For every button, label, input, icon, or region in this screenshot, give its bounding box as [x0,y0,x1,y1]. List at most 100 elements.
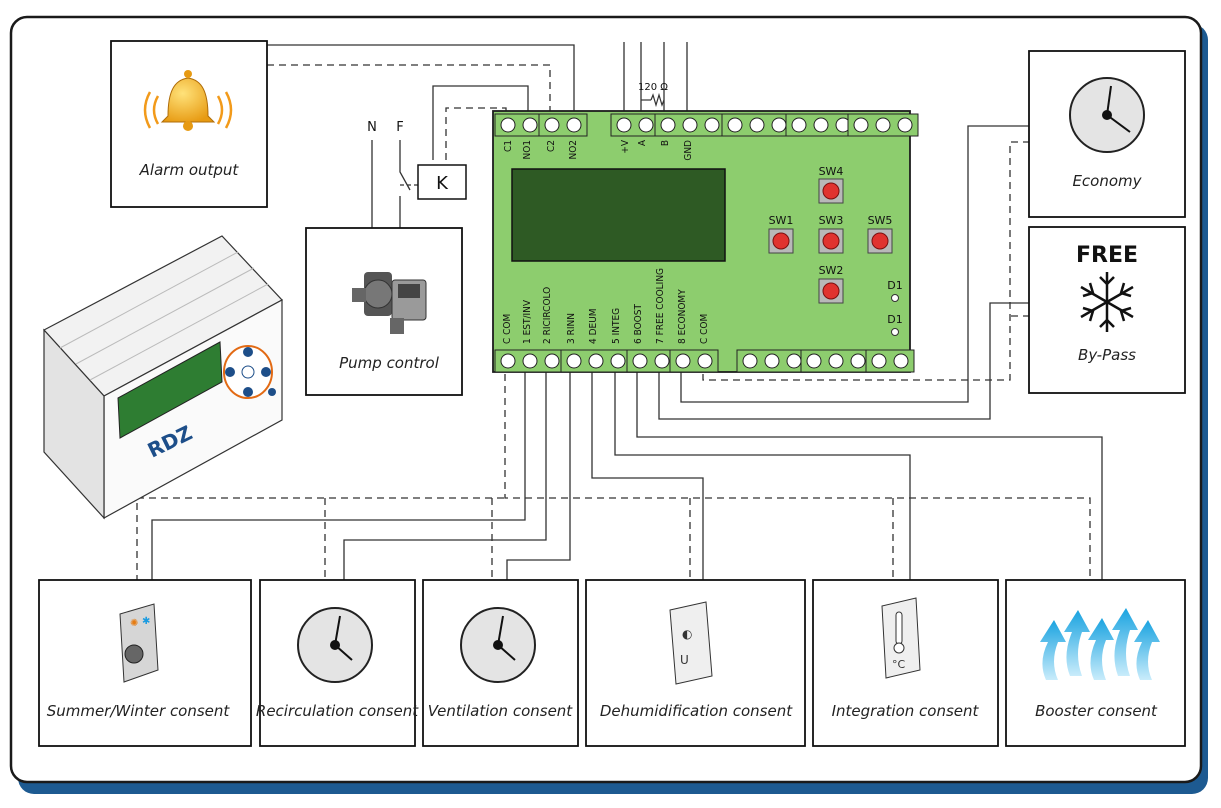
terminal-screw [727,117,743,133]
relay-k: K [417,164,467,200]
controller-board: C1 NO1 C2 NO2 +V A B GND C COM 1 EST/INV… [492,110,919,373]
pin-label-bottom: 2 RICIRCOLO [542,287,553,344]
terminal-screw [675,353,691,369]
terminal-screw [682,117,698,133]
lcd-display [511,168,726,262]
led-d1-top: D1 [887,279,903,302]
terminal-screw [697,353,713,369]
terminal-screw [566,117,582,133]
terminal-screw [638,117,654,133]
led-d1-bottom: D1 [887,313,903,336]
terminal-screw [742,353,758,369]
pin-label-top: C2 [546,140,557,152]
pin-label-top: C1 [503,140,514,152]
terminal-screw [500,353,516,369]
terminal-screw [875,117,891,133]
terminal-screw [813,117,829,133]
pump-control-box: Pump control [305,227,463,396]
pin-label-top: GND [683,140,694,161]
neutral-label: N [367,120,377,135]
pump-control-label: Pump control [339,354,440,372]
sw4-label: SW4 [819,165,844,178]
terminal-screw [850,353,866,369]
terminal-screw [544,117,560,133]
sw4-button: SW4 [818,165,844,204]
led-label: D1 [887,279,902,292]
terminal-screw [828,353,844,369]
pin-label-bottom: C COM [699,314,710,344]
terminal-screw [610,353,626,369]
pin-label-top: +V [620,139,631,154]
terminal-screw [791,117,807,133]
bottom-terminal-strip [494,349,915,373]
svg-text:◐: ◐ [682,627,692,641]
thermostat-icon: ✺ ✱ [119,603,159,683]
keypad-icon [223,345,276,399]
svg-text:✱: ✱ [142,616,150,627]
airflow-arrows-icon [1040,608,1160,680]
terminal-screw [522,353,538,369]
recirculation-label: Recirculation consent [256,702,419,720]
bell-icon [143,70,233,131]
terminal-screw [806,353,822,369]
ventilation-label: Ventilation consent [428,702,574,720]
sw2-label: SW2 [819,264,844,277]
pin-label-top: B [660,140,671,146]
pin-label-bottom: 6 BOOST [633,304,644,344]
snowflake-icon [1080,272,1134,332]
terminal-screw [616,117,632,133]
alarm-output-box: Alarm output [110,40,268,208]
bypass-box: FREE By-Pass [1028,226,1186,394]
led-label: D1 [887,313,902,326]
terminal-screw [660,117,676,133]
top-terminal-strip [494,113,919,137]
sw1-label: SW1 [769,214,794,227]
clock-icon [1069,77,1145,153]
terminal-screw [500,117,516,133]
relay-label: K [436,173,449,194]
terminal-screw [632,353,648,369]
terminal-screw [544,353,560,369]
thermometer-icon: °C [881,597,921,679]
sw3-button: SW3 [818,214,844,254]
terminal-screw [871,353,887,369]
terminal-screw [749,117,765,133]
resistor-label: 120 Ω [638,82,668,93]
dehumidification-box: ◐ U Dehumidification consent [585,579,806,747]
terminal-screw [897,117,913,133]
humidistat-icon: ◐ U [669,601,713,685]
terminal-screw [588,353,604,369]
alarm-output-label: Alarm output [139,161,240,179]
integration-label: Integration consent [832,702,980,720]
integration-box: °C Integration consent [812,579,999,747]
pin-label-top: NO1 [522,140,533,160]
summer-winter-box: ✺ ✱ Summer/Winter consent [38,579,252,747]
clock-icon [297,607,373,683]
sw1-button: SW1 [768,214,794,254]
pump-icon [352,272,427,334]
terminal-screw [704,117,720,133]
pin-label-top: A [637,139,648,146]
economy-box: Economy [1028,50,1186,218]
economy-label: Economy [1072,172,1142,190]
dehumidification-label: Dehumidification consent [600,702,793,720]
booster-label: Booster consent [1035,702,1158,720]
svg-text:°C: °C [892,658,906,671]
pin-label-bottom: 8 ECONOMY [677,289,688,344]
bypass-label: By-Pass [1078,346,1136,364]
pin-label-bottom: 7 FREE COOLING [655,268,666,344]
terminal-screw [893,353,909,369]
bypass-title: FREE [1076,243,1138,268]
sw3-label: SW3 [819,214,844,227]
ventilation-box: Ventilation consent [422,579,579,747]
summer-winter-label: Summer/Winter consent [47,702,231,720]
booster-box: Booster consent [1005,579,1186,747]
terminal-screw [566,353,582,369]
sw2-button: SW2 [818,264,844,304]
clock-icon [460,607,536,683]
terminal-screw [786,353,802,369]
rdz-controller-illustration: RDZ [43,235,283,520]
termination-resistor: 120 Ω [638,82,668,108]
pin-label-bottom: 4 DEUM [588,308,599,344]
